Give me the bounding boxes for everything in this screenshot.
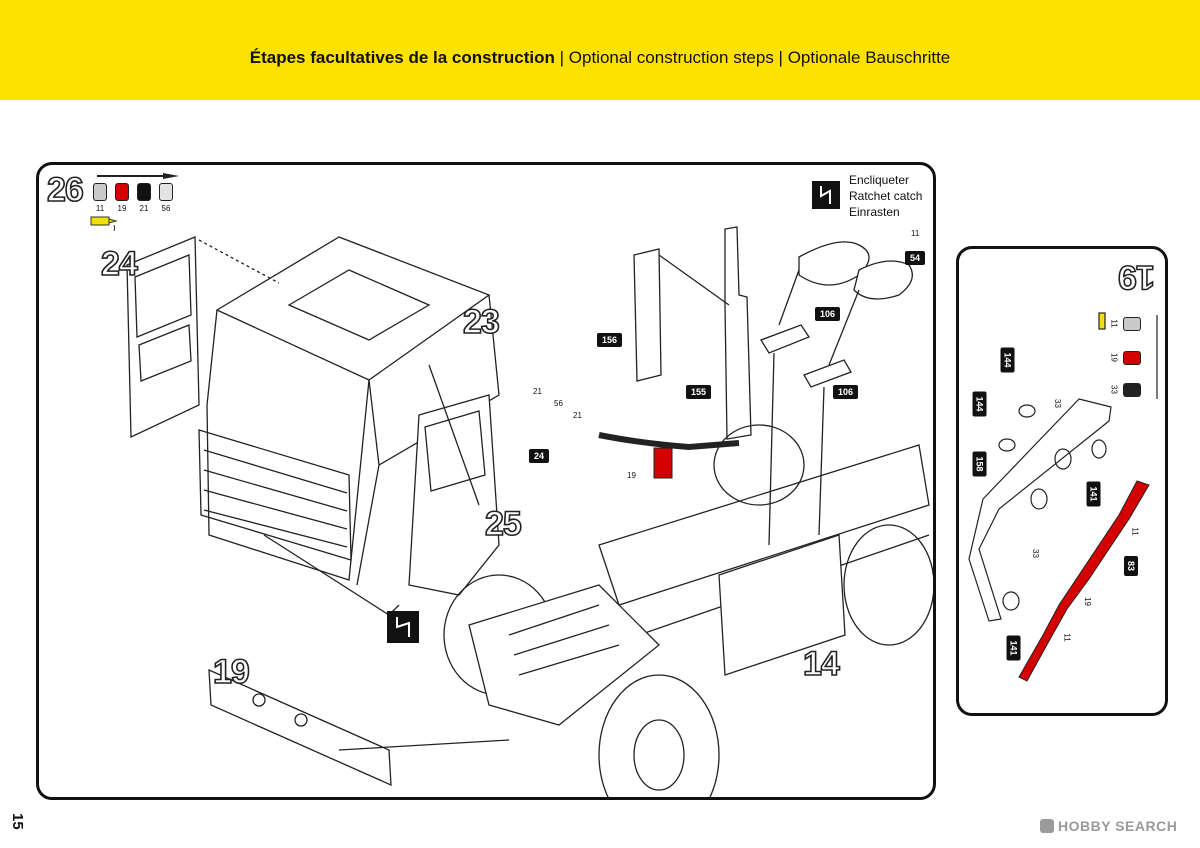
part-number-tag: 156 — [597, 333, 623, 347]
sub-step-number: 23 — [462, 302, 500, 342]
paint-ref: 33 — [1030, 549, 1040, 558]
watermark: HOBBY SEARCH — [1040, 818, 1177, 834]
sub-step-number: 14 — [802, 644, 840, 684]
paint-label: 21 — [139, 204, 149, 213]
paint-label: 56 — [161, 204, 171, 213]
ratchet-legend: Encliqueter Ratchet catch Einrasten — [849, 172, 922, 220]
page-number: 15 — [9, 813, 26, 830]
paint-ref: 11 — [911, 229, 920, 238]
paint-ref: 56 — [554, 399, 563, 408]
title-separator: | — [773, 48, 788, 67]
step-number: 26 — [46, 170, 84, 210]
page-title: Étapes facultatives de la construction |… — [0, 48, 1200, 68]
truck-assembly-illustration — [126, 226, 933, 797]
bumper-assembly-illustration — [968, 312, 1158, 682]
paint-pot-icon — [159, 183, 173, 201]
paint-ref: 21 — [533, 387, 542, 396]
hobby-search-logo-icon — [1040, 819, 1054, 833]
ratchet-catch-icon — [812, 181, 840, 209]
brush-icon — [97, 173, 179, 179]
part-number-tag: 144 — [1000, 347, 1015, 373]
part-number-tag: 141 — [1086, 481, 1101, 507]
part-number-tag: 106 — [815, 307, 841, 321]
title-en: Optional construction steps — [568, 48, 774, 67]
ratchet-text-en: Ratchet catch — [849, 189, 923, 203]
sub-step-number: 25 — [484, 504, 522, 544]
part-number-tag: 24 — [529, 449, 550, 463]
part-number-tag: 144 — [972, 391, 987, 417]
part-number-tag: 106 — [833, 385, 859, 399]
paint-ref: 19 — [1082, 597, 1092, 606]
paint-pot-icon — [137, 183, 151, 201]
watermark-text: HOBBY SEARCH — [1058, 818, 1178, 834]
paint-ref: 19 — [627, 471, 636, 480]
paint-pot-icon — [93, 183, 107, 201]
part-number-tag: 83 — [1124, 555, 1139, 577]
paint-label: 19 — [117, 204, 127, 213]
side-step-panel: 19 11 19 33 144 144 158 141 83 141 33 11… — [956, 246, 1168, 716]
main-step-panel: 26 11 19 21 56 Encliqueter Ratchet catch… — [36, 162, 936, 800]
ratchet-text-de: Einrasten — [849, 205, 900, 219]
glue-tube-icon — [90, 216, 118, 232]
part-number-tag: 158 — [972, 451, 987, 477]
paint-ref: 11 — [1062, 633, 1072, 642]
paint-label: 11 — [95, 204, 105, 213]
paint-ref: 33 — [1052, 399, 1062, 408]
title-fr: Étapes facultatives de la construction — [249, 48, 555, 67]
paint-pot-icon — [115, 183, 129, 201]
part-number-tag: 141 — [1006, 635, 1021, 661]
part-number-tag: 155 — [686, 385, 712, 399]
paint-ref: 21 — [573, 411, 582, 420]
part-number-tag: 54 — [905, 251, 926, 265]
sub-step-number: 24 — [100, 244, 138, 284]
ratchet-text-fr: Encliqueter — [849, 173, 910, 187]
header-banner: Étapes facultatives de la construction |… — [0, 0, 1200, 100]
paint-ref: 11 — [1130, 527, 1140, 536]
title-de: Optionale Bauschritte — [787, 48, 951, 67]
title-separator: | — [554, 48, 569, 67]
sub-step-number: 19 — [212, 652, 250, 692]
